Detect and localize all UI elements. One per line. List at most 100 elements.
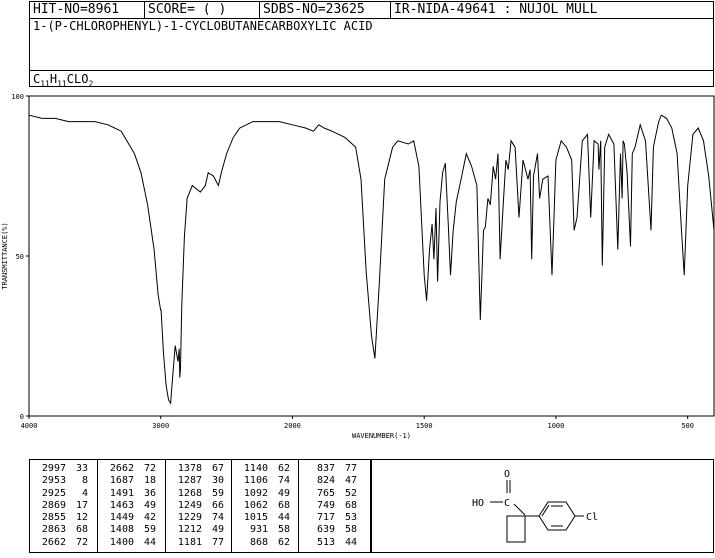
- peak-wavenumber: 1092: [243, 487, 268, 499]
- peak-wavenumber: 868: [249, 536, 268, 548]
- peak-transmittance: 74: [277, 475, 290, 487]
- peak-wavenumber: 1062: [243, 499, 268, 511]
- peak-row: 1449 42: [104, 512, 156, 524]
- peak-transmittance: 44: [344, 536, 357, 548]
- peak-transmittance: 42: [143, 512, 156, 524]
- peak-transmittance: 53: [344, 512, 357, 524]
- peak-wavenumber: 1687: [109, 475, 134, 487]
- hydroxyl-label: HO: [472, 498, 484, 509]
- peak-transmittance: 68: [344, 499, 357, 511]
- peak-transmittance: 59: [143, 524, 156, 536]
- peak-row: 2953 8: [36, 475, 88, 487]
- peak-wavenumber: 2997: [41, 463, 66, 474]
- peak-wavenumber: 639: [316, 524, 335, 536]
- peak-transmittance: 58: [277, 524, 290, 536]
- peak-wavenumber: 1408: [109, 524, 134, 536]
- peak-transmittance: 36: [143, 487, 156, 499]
- peak-transmittance: 30: [211, 475, 224, 487]
- peak-transmittance: 8: [81, 475, 88, 487]
- peak-transmittance: 58: [344, 524, 357, 536]
- peak-transmittance: 77: [344, 463, 357, 474]
- peak-wavenumber: 1106: [243, 475, 268, 487]
- peak-row: 2997 33: [36, 463, 88, 475]
- peak-row: 639 58: [305, 524, 357, 536]
- peak-wavenumber: 1449: [109, 512, 134, 524]
- x-tick-label: 2000: [284, 422, 301, 430]
- peak-row: 1212 49: [172, 524, 224, 536]
- peak-transmittance: 59: [211, 487, 224, 499]
- x-axis-label: WAVENUMBER(-1): [352, 432, 411, 440]
- peak-row: 1181 77: [172, 537, 224, 549]
- peak-transmittance: 52: [344, 487, 357, 499]
- peak-wavenumber: 1140: [243, 463, 268, 474]
- x-tick-label: 1000: [547, 422, 564, 430]
- molecular-formula: C11H11CLO2: [30, 70, 713, 88]
- chlorine-label: Cl: [586, 512, 598, 523]
- peak-transmittance: 68: [277, 499, 290, 511]
- peak-transmittance: 67: [211, 463, 224, 474]
- x-tick-label: 1500: [416, 422, 433, 430]
- peak-wavenumber: 824: [316, 475, 335, 487]
- x-tick-label: 4000: [21, 422, 38, 430]
- peak-row: 2855 12: [36, 512, 88, 524]
- carbonyl-carbon-label: C: [504, 498, 510, 509]
- y-tick-label: 100: [11, 93, 24, 101]
- peak-transmittance: 47: [344, 475, 357, 487]
- plot-frame: [28, 95, 715, 417]
- spectrum-line: [28, 114, 715, 405]
- peak-wavenumber: 1249: [177, 499, 202, 511]
- peak-wavenumber: 2863: [41, 524, 66, 536]
- peak-transmittance: 68: [75, 524, 88, 536]
- peak-wavenumber: 1287: [177, 475, 202, 487]
- peak-wavenumber: 765: [316, 487, 335, 499]
- peak-wavenumber: 1181: [177, 536, 202, 548]
- peak-row: 1408 59: [104, 524, 156, 536]
- peak-transmittance: 12: [75, 512, 88, 524]
- peak-wavenumber: 2855: [41, 512, 66, 524]
- peak-row: 1491 36: [104, 488, 156, 500]
- score: SCORE= ( ): [144, 2, 226, 18]
- peak-transmittance: 49: [211, 524, 224, 536]
- chemical-structure: O HO C Cl: [371, 459, 714, 553]
- peak-row: 1140 62: [238, 463, 290, 475]
- peak-wavenumber: 2953: [41, 475, 66, 487]
- peak-wavenumber: 1015: [243, 512, 268, 524]
- peak-row: 1378 67: [172, 463, 224, 475]
- peak-row: 1062 68: [238, 500, 290, 512]
- peak-wavenumber: 1229: [177, 512, 202, 524]
- peak-wavenumber: 837: [316, 463, 335, 474]
- peak-wavenumber: 513: [316, 536, 335, 548]
- peak-row: 1106 74: [238, 475, 290, 487]
- y-axis-label: TRANSMITTANCE(%): [1, 222, 9, 289]
- peak-wavenumber: 1212: [177, 524, 202, 536]
- peak-wavenumber: 1378: [177, 463, 202, 474]
- peak-wavenumber: 1491: [109, 487, 134, 499]
- oxygen-label: O: [504, 469, 510, 480]
- peak-transmittance: 72: [143, 463, 156, 474]
- peak-wavenumber: 2869: [41, 499, 66, 511]
- sdbs-number: SDBS-NO=23625: [259, 2, 365, 18]
- peak-transmittance: 62: [277, 463, 290, 474]
- y-tick-label: 0: [20, 413, 24, 421]
- peak-wavenumber: 1400: [109, 536, 134, 548]
- peak-wavenumber: 717: [316, 512, 335, 524]
- peak-transmittance: 33: [75, 463, 88, 474]
- peak-transmittance: 77: [211, 536, 224, 548]
